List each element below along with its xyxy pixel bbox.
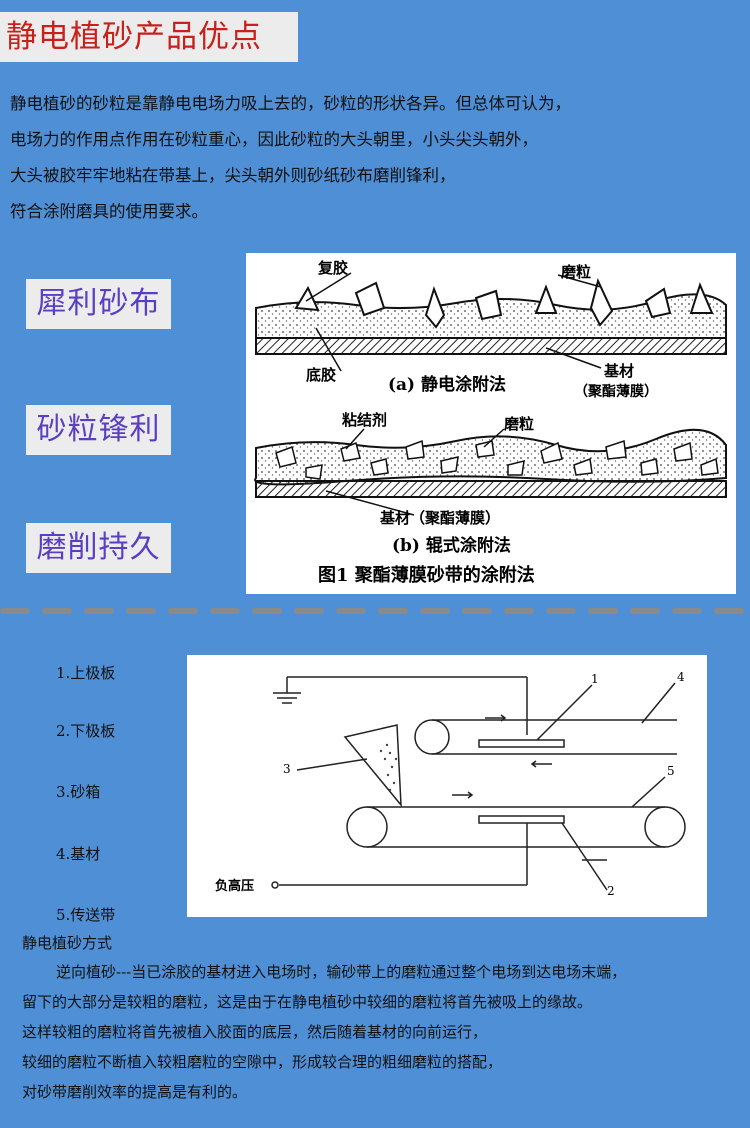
divider-dash	[714, 608, 744, 614]
legend-item-base: 4.基材	[56, 845, 101, 863]
intro-line: 符合涂附磨具的使用要求。	[10, 202, 208, 221]
divider-dash	[420, 608, 450, 614]
divider-dash	[42, 608, 72, 614]
intro-text: 静电植砂的砂粒是靠静电电场力吸上去的，砂粒的形状各异。但总体可认为， 电场力的作…	[10, 86, 748, 230]
divider-dash	[588, 608, 618, 614]
label-5: 5	[667, 764, 675, 778]
divider-dash	[546, 608, 576, 614]
legend-item-lower-plate: 2.下极板	[56, 722, 116, 740]
dashed-divider	[0, 608, 750, 616]
label-4: 4	[677, 670, 685, 684]
caption-a: (a) 静电涂附法	[388, 374, 506, 395]
legend-item-upper-plate: 1.上极板	[56, 664, 116, 682]
method-title: 静电植砂方式	[22, 934, 113, 952]
divider-dash	[630, 608, 660, 614]
electrostatic-device-diagram: 1 2 3 4 5 负高压	[215, 670, 686, 898]
label-base-a: 基材	[603, 362, 634, 380]
electrostatic-device-figure: 1 2 3 4 5 负高压	[187, 655, 707, 917]
caption-b: (b) 辊式涂附法	[392, 535, 511, 556]
divider-dash	[378, 608, 408, 614]
divider-dash	[462, 608, 492, 614]
intro-line: 静电植砂的砂粒是靠静电电场力吸上去的，砂粒的形状各异。但总体可认为，	[10, 94, 571, 113]
divider-dash	[672, 608, 702, 614]
divider-dash	[126, 608, 156, 614]
diagram-b: 粘结剂 磨粒 基材（聚酯薄膜） (b) 辊式涂附法	[254, 411, 727, 556]
feature-badge-durable: 磨削持久	[26, 523, 171, 573]
divider-dash	[504, 608, 534, 614]
label-1: 1	[591, 672, 599, 686]
label-3: 3	[283, 762, 291, 776]
label-glue-bottom: 底胶	[306, 366, 336, 384]
divider-dash	[84, 608, 114, 614]
page-title: 静电植砂产品优点	[0, 12, 298, 62]
legend-item-conveyor: 5.传送带	[56, 906, 116, 924]
coating-method-diagram: 复胶 磨粒 底胶 (a) 静电涂附法 基材 （聚酯薄膜）	[254, 259, 727, 586]
divider-dash	[336, 608, 366, 614]
divider-dash	[0, 608, 30, 614]
label-2: 2	[607, 884, 615, 898]
method-line: 这样较粗的磨粒将首先被植入胶面的底层，然后随着基材的向前运行，	[22, 1023, 488, 1041]
intro-line: 大头被胶牢牢地粘在带基上，尖头朝外则砂纸砂布磨削锋利，	[10, 166, 456, 185]
feature-badge-sharp-grain: 砂粒锋利	[26, 405, 171, 455]
divider-dash	[168, 608, 198, 614]
diagram-a: 复胶 磨粒 底胶 (a) 静电涂附法 基材 （聚酯薄膜）	[255, 259, 727, 400]
figure-caption: 图1 聚酯薄膜砂带的涂附法	[318, 564, 535, 586]
divider-dash	[294, 608, 324, 614]
legend-item-sand-box: 3.砂箱	[56, 783, 101, 801]
feature-badge-sharp-cloth: 犀利砂布	[26, 279, 171, 329]
label-grain-a: 磨粒	[560, 263, 591, 281]
divider-dash	[210, 608, 240, 614]
label-high-voltage: 负高压	[215, 878, 254, 894]
method-line: 对砂带磨削效率的提高是有利的。	[22, 1083, 248, 1101]
label-base-sub-a: （聚酯薄膜）	[574, 383, 658, 400]
divider-dash	[252, 608, 282, 614]
method-line: 较细的磨粒不断植入较粗磨粒的空隙中，形成较合理的粗细磨粒的搭配，	[22, 1053, 503, 1071]
method-text: 逆向植砂---当已涂胶的基材进入电场时，输砂带上的磨粒通过整个电场到达电场末端，…	[22, 957, 750, 1107]
method-line: 留下的大部分是较粗的磨粒，这是由于在静电植砂中较细的磨粒将首先被吸上的缘故。	[22, 993, 593, 1011]
label-glue-top: 复胶	[317, 259, 348, 277]
label-base-b: 基材（聚酯薄膜）	[379, 509, 500, 527]
method-line: 逆向植砂---当已涂胶的基材进入电场时，输砂带上的磨粒通过整个电场到达电场末端，	[56, 963, 627, 981]
label-binder: 粘结剂	[342, 411, 387, 429]
coating-method-figure: 复胶 磨粒 底胶 (a) 静电涂附法 基材 （聚酯薄膜）	[246, 253, 736, 594]
intro-line: 电场力的作用点作用在砂粒重心，因此砂粒的大头朝里，小头尖头朝外，	[10, 130, 538, 149]
label-grain-b: 磨粒	[503, 415, 534, 433]
